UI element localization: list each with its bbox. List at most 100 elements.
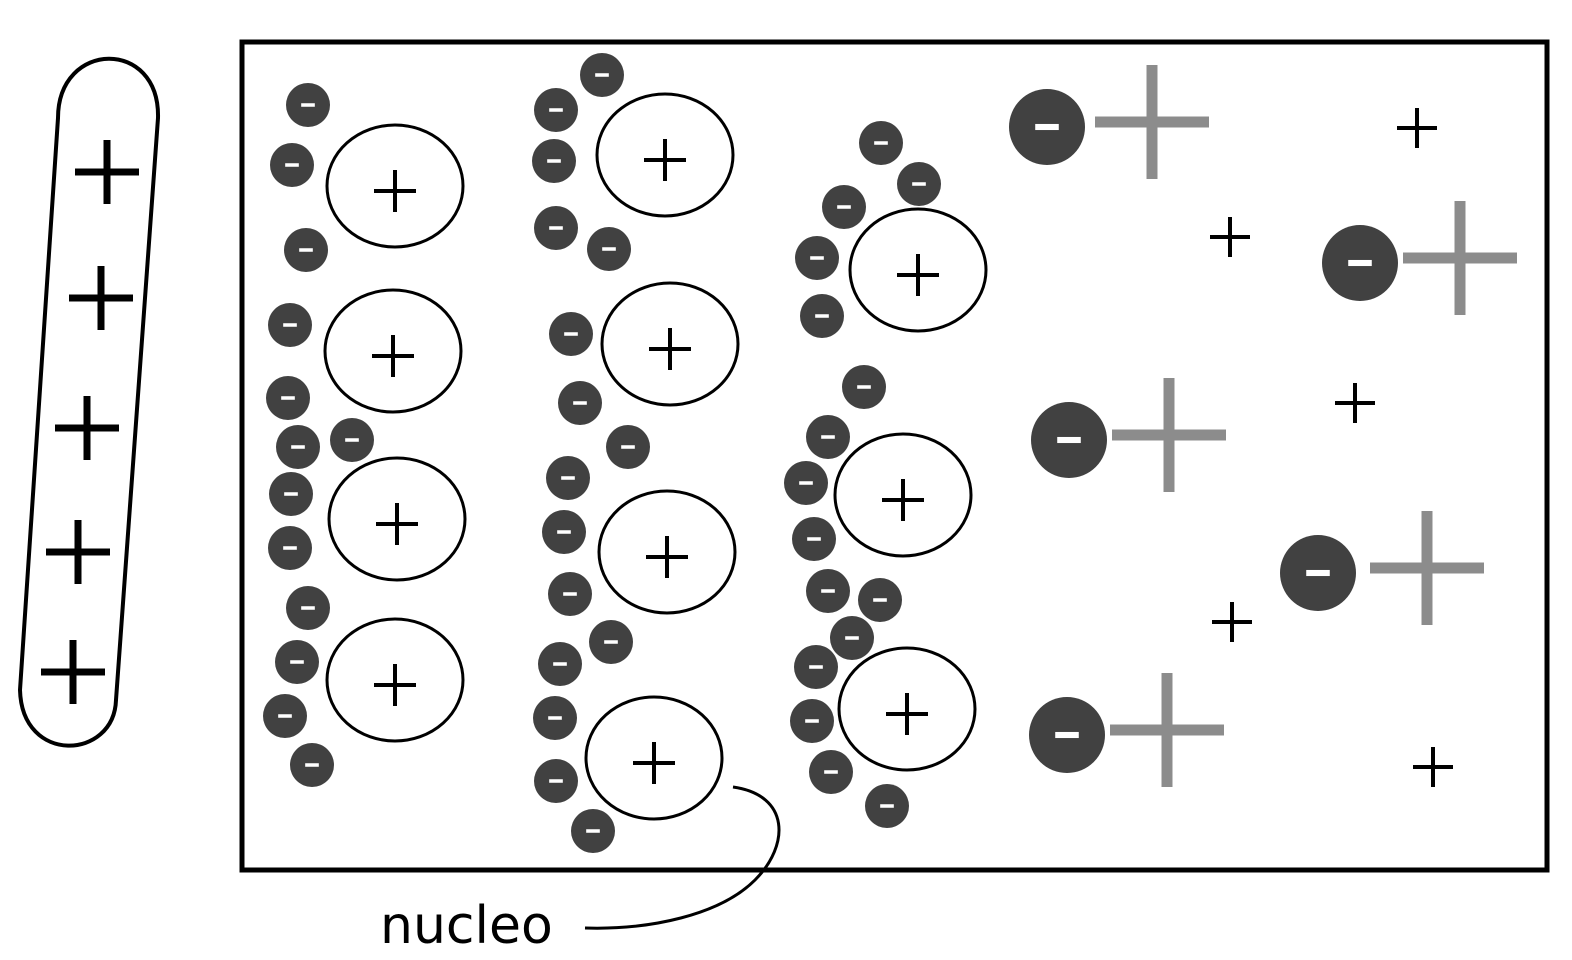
- electron-minus-sign: [1306, 569, 1330, 577]
- electron-minus-sign: [821, 589, 835, 593]
- conductor-box: [239, 39, 1550, 873]
- nucleus-outline: [848, 207, 988, 333]
- electron-minus-sign: [557, 530, 571, 534]
- free-positive-charge: [1210, 217, 1250, 257]
- nucleus-positive-charge: [374, 170, 416, 212]
- electron: [546, 456, 590, 500]
- nucleus: [833, 432, 973, 558]
- electron-minus-sign: [873, 598, 887, 602]
- electron: [806, 415, 850, 459]
- electron-minus-sign: [880, 804, 894, 808]
- free-positive-charges: [1210, 108, 1453, 787]
- electron-minus-sign: [547, 159, 561, 163]
- free-positive-charge: [1212, 602, 1252, 642]
- electron: [534, 88, 578, 132]
- charged-rod-outline: [17, 56, 161, 748]
- electron: [268, 526, 312, 570]
- electron: [275, 640, 319, 684]
- nucleus-positive-charge: [886, 693, 928, 735]
- rod-positive-charge: [75, 140, 139, 204]
- electron: [587, 227, 631, 271]
- electron-minus-sign: [563, 592, 577, 596]
- electron-minus-sign: [602, 247, 616, 251]
- nucleus-label: nucleo: [380, 896, 553, 956]
- electron: [330, 418, 374, 462]
- nucleus-outline: [833, 432, 973, 558]
- electron-minus-sign: [345, 438, 359, 442]
- nucleus-outline: [595, 92, 735, 218]
- electron-minus-sign: [845, 636, 859, 640]
- electron: [286, 83, 330, 127]
- electron-minus-sign: [586, 829, 600, 833]
- electron-minus-sign: [278, 714, 292, 718]
- electron: [790, 699, 834, 743]
- nucleus: [325, 123, 465, 249]
- electron: [580, 53, 624, 97]
- nucleus: [848, 207, 988, 333]
- electron-minus-sign: [824, 770, 838, 774]
- electron-minus-sign: [284, 492, 298, 496]
- free-ion-positive-cross: [1095, 65, 1209, 179]
- electron-minus-sign: [549, 108, 563, 112]
- electron: [1029, 697, 1105, 773]
- free-ion-positive-cross: [1110, 673, 1224, 787]
- nucleus-outline: [597, 489, 737, 615]
- nucleus: [584, 695, 724, 821]
- electron-minus-sign: [1057, 436, 1081, 444]
- electron-minus-sign: [809, 665, 823, 669]
- nucleus-outline: [837, 646, 977, 772]
- nucleus-outline: [325, 617, 465, 743]
- electron: [269, 472, 313, 516]
- electron-minus-sign: [912, 182, 926, 186]
- electron: [534, 759, 578, 803]
- electron: [792, 517, 836, 561]
- electron: [806, 569, 850, 613]
- electron: [795, 236, 839, 280]
- free-ion-positive-cross: [1112, 378, 1226, 492]
- electron-minus-sign: [1055, 731, 1079, 739]
- electron: [809, 750, 853, 794]
- electron: [842, 365, 886, 409]
- electron: [589, 620, 633, 664]
- electron: [1280, 535, 1356, 611]
- nucleus-outline: [323, 288, 463, 414]
- nucleus-positive-charge: [633, 742, 675, 784]
- electron: [542, 510, 586, 554]
- electron: [270, 143, 314, 187]
- nucleus: [595, 92, 735, 218]
- free-ion: [1322, 201, 1517, 315]
- electron: [266, 376, 310, 420]
- free-positive-charge: [1397, 108, 1437, 148]
- electron-minus-sign: [301, 103, 315, 107]
- electron-minus-sign: [604, 640, 618, 644]
- free-ions: [1009, 65, 1517, 787]
- nuclei-lattice: [323, 92, 988, 821]
- electron: [571, 809, 615, 853]
- electron: [549, 312, 593, 356]
- electron: [538, 642, 582, 686]
- electron-minus-sign: [285, 163, 299, 167]
- electron-minus-sign: [283, 546, 297, 550]
- electron: [290, 743, 334, 787]
- electron: [794, 645, 838, 689]
- electron-minus-sign: [549, 779, 563, 783]
- nucleus-positive-charge: [372, 335, 414, 377]
- electron-minus-sign: [621, 445, 635, 449]
- nucleus-positive-charge: [649, 328, 691, 370]
- electron-minus-sign: [283, 323, 297, 327]
- electron: [548, 572, 592, 616]
- free-ion: [1280, 511, 1484, 625]
- free-ion-positive-cross: [1403, 201, 1517, 315]
- electron-minus-sign: [564, 332, 578, 336]
- electrons: [263, 53, 941, 853]
- nucleus-leader-line: [584, 785, 781, 930]
- electron-minus-sign: [805, 719, 819, 723]
- electron: [865, 784, 909, 828]
- electron: [784, 461, 828, 505]
- nucleus: [327, 456, 467, 582]
- electron: [558, 381, 602, 425]
- nucleus-positive-charge: [646, 536, 688, 578]
- electron-minus-sign: [301, 606, 315, 610]
